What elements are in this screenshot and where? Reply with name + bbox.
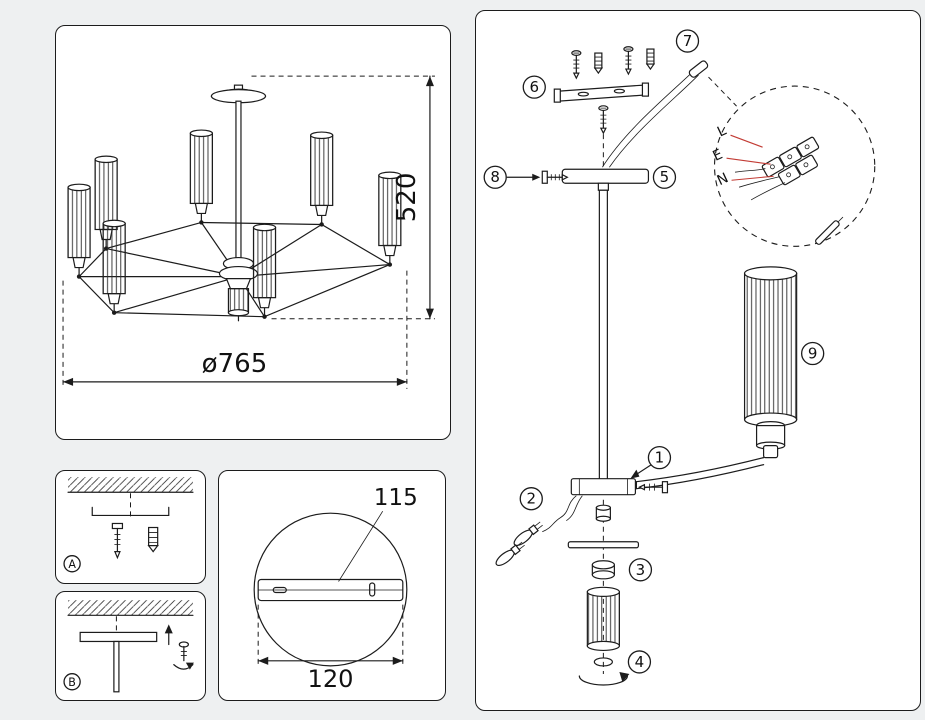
panel-mounting-step-b: B <box>55 591 206 701</box>
assembly-drawing: L E N <box>483 29 876 686</box>
mounting-plate <box>79 631 158 643</box>
callout-6-number: 6 <box>529 78 539 96</box>
callout-9: 9 <box>800 341 825 366</box>
panel-assembly-diagram: L E N <box>475 10 921 711</box>
detail-circle <box>713 85 876 247</box>
diameter-dimension: ø765 <box>62 270 408 389</box>
callout-4-number: 4 <box>635 653 645 671</box>
step-a-badge: A <box>63 555 81 573</box>
chandelier-drawing: 520 ø765 <box>62 75 435 389</box>
height-dimension-label: 520 <box>392 173 422 223</box>
small-shade <box>586 591 620 647</box>
canopy-plate <box>561 168 650 191</box>
cable-tie <box>815 216 844 245</box>
suspension-rod <box>113 640 120 693</box>
callout-3: 3 <box>628 558 653 582</box>
callout-9-number: 9 <box>808 344 818 362</box>
screw <box>571 50 582 79</box>
ring-collar <box>591 560 615 570</box>
finial-ring <box>593 657 613 667</box>
rotation-arrow <box>578 675 628 686</box>
screw <box>111 522 124 560</box>
callout-7-number: 7 <box>683 32 693 50</box>
canopy-plate <box>257 578 404 602</box>
arm-hub <box>570 478 669 496</box>
wire-leader-n <box>731 175 774 181</box>
panel-canopy-detail: 115 120 <box>218 470 446 701</box>
wire-leader-l <box>730 134 763 148</box>
wiring-detail: L E N <box>710 85 876 247</box>
wall-anchor <box>147 526 159 553</box>
step-a-label: A <box>68 558 76 571</box>
callout-7: 7 <box>675 29 700 53</box>
bulbs-and-wires <box>493 495 583 569</box>
wire-label-n: N <box>715 170 731 189</box>
wire-label-e: E <box>710 146 725 164</box>
canopy-screw <box>598 105 609 134</box>
shade-and-arm <box>635 266 798 490</box>
wire-connector <box>688 60 709 78</box>
halogen-bulb <box>511 519 545 549</box>
ceiling-canopy <box>210 84 267 104</box>
canopy-circle <box>253 512 408 667</box>
arm-insert-arrow <box>630 464 653 479</box>
callout-2-number: 2 <box>526 490 536 508</box>
callout-5: 5 <box>652 165 677 189</box>
set-screw-callout <box>506 170 569 184</box>
wall-anchor <box>594 52 603 74</box>
ceiling-hatch <box>68 600 193 616</box>
screw <box>623 46 634 75</box>
canopy-leader-dim-label: 115 <box>374 485 418 511</box>
terminal-block <box>734 136 820 201</box>
step-b-label: B <box>68 676 76 689</box>
wire-leader-e <box>726 157 771 165</box>
panel-chandelier-dimensions: 520 ø765 <box>55 25 451 440</box>
callout-1: 1 <box>647 445 672 470</box>
callout-4: 4 <box>627 650 652 674</box>
callout-2: 2 <box>519 487 543 511</box>
mounting-bracket <box>91 506 170 517</box>
callout-3-number: 3 <box>636 561 646 579</box>
wall-anchor <box>646 48 655 70</box>
supply-wires <box>602 60 709 168</box>
callout-1-number: 1 <box>655 449 665 467</box>
height-dimension: 520 <box>251 75 435 320</box>
mounting-step-b-drawing: B <box>63 600 194 693</box>
center-hub <box>218 256 259 322</box>
canopy-width-dim-label: 120 <box>307 665 353 693</box>
callout-5-number: 5 <box>660 168 670 186</box>
canopy-detail-drawing: 115 120 <box>253 485 418 693</box>
mounting-step-a-drawing: A <box>63 477 194 573</box>
detail-leader-line <box>708 76 737 107</box>
screw-with-rotation <box>173 641 194 670</box>
center-rod <box>235 100 242 263</box>
up-arrow <box>164 624 173 646</box>
parts-stack <box>567 504 640 686</box>
callout-6: 6 <box>522 75 546 99</box>
step-b-badge: B <box>63 673 81 691</box>
callout-8: 8 <box>483 165 507 189</box>
panel-mounting-step-a: A <box>55 470 206 584</box>
ceiling-bracket-assembly <box>553 46 655 103</box>
plate-leader-dimension: 115 <box>338 485 418 582</box>
diameter-dimension-label: ø765 <box>202 349 268 379</box>
suspension-rod <box>598 189 608 482</box>
plate-width-dimension: 120 <box>257 604 404 693</box>
cover-bar <box>567 541 640 549</box>
wire-label-l: L <box>715 123 729 141</box>
ceiling-hatch <box>68 477 193 493</box>
callout-8-number: 8 <box>490 168 500 186</box>
